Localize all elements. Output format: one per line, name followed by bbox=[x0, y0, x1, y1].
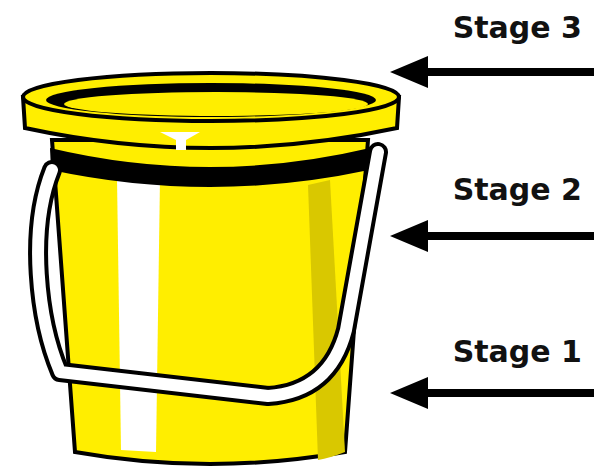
leader-arrow bbox=[420, 389, 594, 397]
bucket-highlight bbox=[117, 178, 160, 452]
stage-label: Stage 1 bbox=[453, 334, 582, 370]
leader-arrow bbox=[420, 232, 594, 240]
leader-arrow bbox=[420, 68, 594, 76]
bucket-opening bbox=[46, 83, 376, 117]
rim-highlight bbox=[160, 132, 200, 150]
arrow-head bbox=[390, 220, 428, 252]
stage-label: Stage 2 bbox=[453, 172, 582, 208]
handle-outline bbox=[38, 152, 378, 396]
stage-label: Stage 3 bbox=[453, 10, 582, 46]
bucket-body bbox=[52, 140, 368, 464]
bucket-band bbox=[50, 148, 370, 187]
bucket-rim-top bbox=[23, 73, 399, 121]
bucket-handle bbox=[38, 152, 378, 396]
arrow-head bbox=[390, 56, 428, 88]
arrow-head bbox=[390, 377, 428, 409]
bucket-inside bbox=[64, 92, 368, 116]
